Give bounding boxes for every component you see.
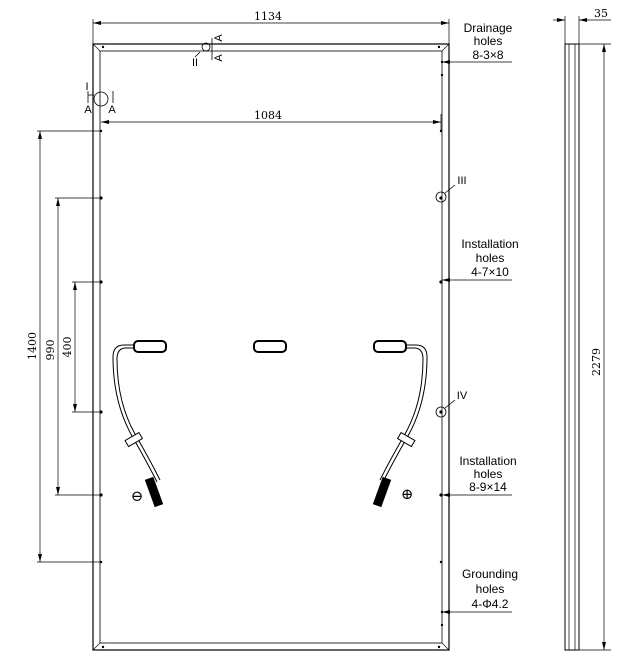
side-profile-view <box>564 43 580 651</box>
svg-text:8-3×8: 8-3×8 <box>472 48 503 62</box>
svg-text:holes: holes <box>474 467 503 481</box>
section-a-right-label: A <box>108 104 116 116</box>
section-a-left-label: A <box>84 104 92 116</box>
span-400-label: 400 <box>61 337 74 358</box>
dimension-span-400 <box>72 281 101 413</box>
junction-box-center <box>253 340 287 353</box>
dimension-overall-width <box>92 19 450 44</box>
dimension-span-1400 <box>37 130 101 563</box>
detail-mark-ii <box>194 38 213 60</box>
svg-text:Drainage: Drainage <box>464 21 513 35</box>
thickness-label: 35 <box>594 7 608 20</box>
drainage-leader <box>442 60 512 64</box>
svg-text:holes: holes <box>474 34 503 48</box>
junction-box-left <box>133 340 167 353</box>
grounding-callout: Grounding holes 4-Φ4.2 <box>462 567 518 611</box>
dimension-overall-length <box>579 43 611 651</box>
cable-right <box>372 344 428 508</box>
svg-text:8-9×14: 8-9×14 <box>469 480 507 494</box>
dimension-thickness <box>553 16 611 44</box>
negative-terminal-symbol: ⊖ <box>131 487 144 505</box>
cable-left <box>112 344 164 508</box>
detail-iv-label: IV <box>457 390 468 402</box>
span-1400-label: 1400 <box>26 332 39 360</box>
dimension-span-990 <box>55 197 101 496</box>
span-990-label: 990 <box>44 340 57 361</box>
detail-iii-label: III <box>457 175 466 187</box>
inner-width-label: 1084 <box>254 109 282 122</box>
overall-width-label: 1134 <box>254 10 282 23</box>
section-a-bottom-label: A <box>213 54 225 62</box>
positive-terminal-symbol: ⊕ <box>401 485 414 503</box>
grounding-leader <box>442 610 512 614</box>
installation-small-callout: Installation holes 4-7×10 <box>461 237 518 279</box>
overall-length-label: 2279 <box>590 348 603 376</box>
svg-text:Installation: Installation <box>461 237 518 251</box>
drainage-holes <box>101 45 444 649</box>
installation-holes <box>99 196 443 497</box>
section-a-top-label: A <box>213 34 225 42</box>
svg-text:Installation: Installation <box>459 454 516 468</box>
installation-small-leader <box>442 278 512 282</box>
detail-mark-iv <box>435 399 456 418</box>
svg-text:holes: holes <box>476 582 505 596</box>
module-frame <box>92 43 450 651</box>
detail-i-label: I <box>85 81 88 93</box>
drainage-callout: Drainage holes 8-3×8 <box>464 21 513 62</box>
detail-mark-i <box>87 91 114 107</box>
detail-ii-label: II <box>192 57 198 69</box>
dimension-inner-width <box>101 114 442 132</box>
svg-text:holes: holes <box>476 251 505 265</box>
junction-box-right <box>373 340 407 353</box>
svg-text:4-Φ4.2: 4-Φ4.2 <box>472 597 509 611</box>
grounding-holes <box>99 129 443 564</box>
installation-large-leader <box>442 493 512 497</box>
svg-text:Grounding: Grounding <box>462 567 518 581</box>
installation-large-callout: Installation holes 8-9×14 <box>459 454 516 494</box>
detail-mark-iii <box>435 184 456 203</box>
svg-text:4-7×10: 4-7×10 <box>471 265 509 279</box>
